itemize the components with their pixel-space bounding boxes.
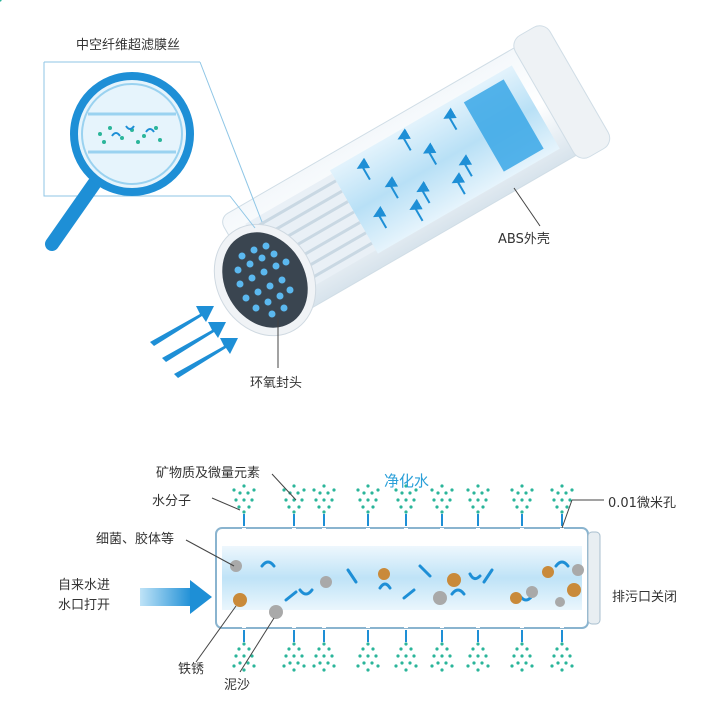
- sand-label: 泥沙: [224, 678, 251, 693]
- minerals-label: 矿物质及微量元素: [156, 466, 261, 481]
- epoxy-end-face: [213, 223, 317, 337]
- purified-water-label: 净化水: [384, 472, 430, 490]
- sand-particles: [230, 560, 584, 619]
- magnifier-icon: [45, 72, 194, 251]
- filter-cartridge: [213, 25, 611, 337]
- shell-leader-line: [513, 187, 541, 227]
- rust-label: 铁锈: [178, 662, 205, 677]
- pore-label: 0.01微米孔: [608, 496, 676, 511]
- bacteria-label: 细菌、胶体等: [96, 532, 175, 547]
- fiber-callout: [43, 61, 263, 229]
- drain-label: 排污口关闭: [612, 590, 678, 605]
- inner-core-blue: [463, 79, 544, 172]
- seal-label: 环氧封头: [250, 376, 303, 391]
- inlet-label-line1: 自来水进: [58, 578, 111, 593]
- pore-flow-marks: [243, 514, 563, 642]
- membrane-pores: [242, 528, 564, 628]
- inlet-label-line2: 水口打开: [58, 598, 111, 613]
- water-molecule-label: 水分子: [152, 494, 192, 509]
- inlet-arrow-bottom: [140, 580, 212, 614]
- rust-particles: [233, 566, 581, 607]
- membrane-pipe: [215, 527, 601, 629]
- fiber-label: 中空纤维超滤膜丝: [76, 38, 181, 53]
- purified-water-dots: [0, 0, 574, 672]
- end-cap: [513, 25, 611, 159]
- inlet-arrows-top: [150, 306, 238, 378]
- bottom-leader-lines: [185, 473, 604, 673]
- inner-flow-arrows: [356, 107, 473, 229]
- shell-label: ABS外壳: [498, 232, 550, 247]
